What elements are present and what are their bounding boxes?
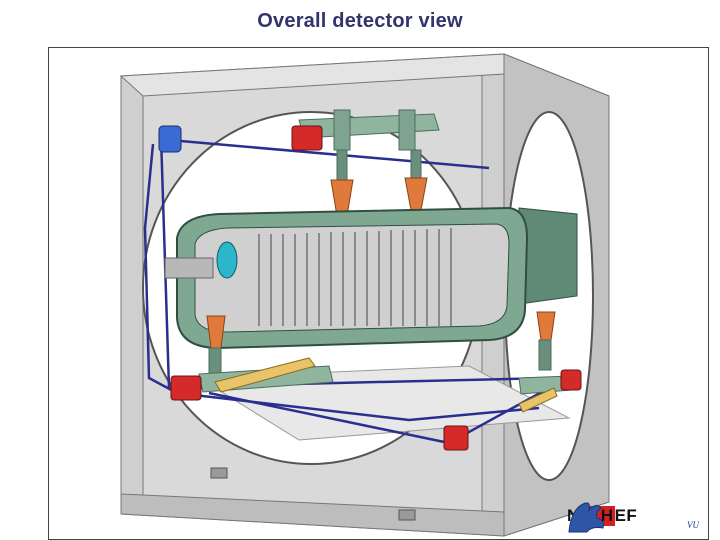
lower-supports <box>198 311 572 413</box>
detector-illustration <box>119 53 610 537</box>
vu-griffin-icon <box>568 502 604 533</box>
vu-label: VU <box>687 520 699 530</box>
top-gantry <box>298 109 440 217</box>
slide-title: Overall detector view <box>257 10 463 32</box>
detector-tank <box>164 206 578 350</box>
institute-logos: NIKHEF VU <box>561 496 706 536</box>
frame-feet <box>210 467 416 521</box>
motors <box>158 125 582 451</box>
detector-figure: NIKHEF VU <box>48 47 709 540</box>
